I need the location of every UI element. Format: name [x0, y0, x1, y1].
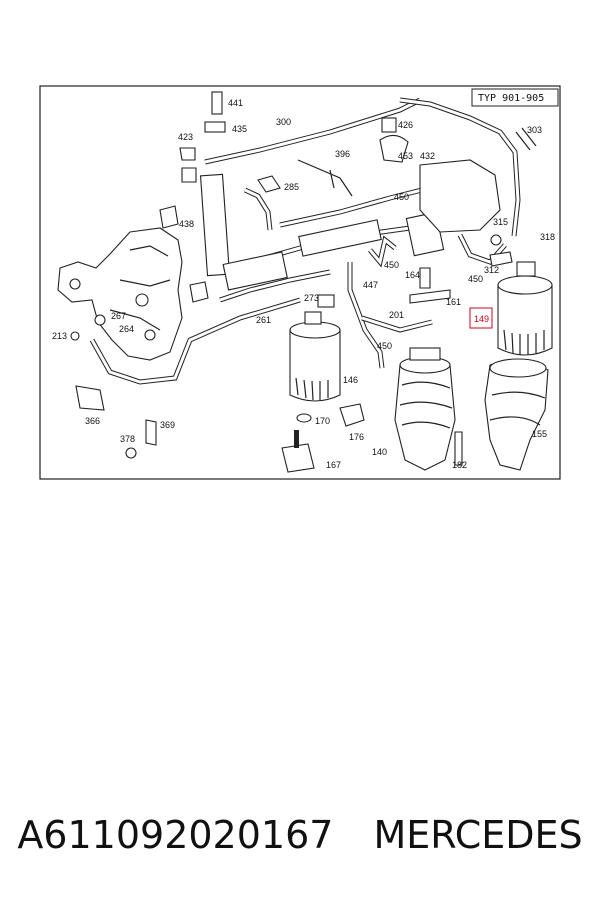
label-303: 303 [527, 125, 542, 135]
label-423: 423 [178, 132, 193, 142]
diagram-frame [39, 85, 561, 480]
label-170: 170 [315, 416, 330, 426]
type-box [471, 88, 559, 107]
brand-name: MERCEDES [373, 813, 583, 857]
label-285: 285 [284, 182, 299, 192]
label-318: 318 [540, 232, 555, 242]
injector-assembly [199, 91, 501, 291]
label-264: 264 [119, 324, 134, 334]
label-369: 369 [160, 420, 175, 430]
label-453: 453 [398, 151, 413, 161]
label-315: 315 [493, 217, 508, 227]
label-176: 176 [349, 432, 364, 442]
label-438: 438 [179, 219, 194, 229]
bracket-155 [484, 358, 549, 471]
filter-housing-146 [289, 311, 341, 402]
label-450-b: 450 [384, 260, 399, 270]
filter-housing-149 [497, 261, 553, 356]
type-label: TYP 901-905 [478, 93, 544, 104]
label-149[interactable]: 149 [474, 314, 489, 324]
label-435: 435 [232, 124, 247, 134]
footer: A611092020167 MERCEDES [0, 800, 600, 870]
part-number: A611092020167 [17, 813, 334, 857]
part-labels: 441 435 300 426 303 423 396 453 432 285 … [52, 98, 555, 470]
label-261: 261 [256, 315, 271, 325]
label-441: 441 [228, 98, 243, 108]
label-213: 213 [52, 331, 67, 341]
label-267: 267 [111, 311, 126, 321]
bracket-140 [394, 347, 456, 471]
clips-and-fittings [70, 127, 537, 459]
label-426: 426 [398, 120, 413, 130]
label-312: 312 [484, 265, 499, 275]
label-140: 140 [372, 447, 387, 457]
sensor-parts [281, 403, 463, 473]
label-167: 167 [326, 460, 341, 470]
label-273: 273 [304, 293, 319, 303]
parts-diagram: TYP 901-905 [39, 85, 561, 480]
label-450-a: 450 [394, 192, 409, 202]
label-161: 161 [446, 297, 461, 307]
label-450-d: 450 [377, 341, 392, 351]
label-201: 201 [389, 310, 404, 320]
engine-block [57, 227, 183, 361]
label-155: 155 [532, 429, 547, 439]
label-447: 447 [363, 280, 378, 290]
label-164: 164 [405, 270, 420, 280]
label-450-c: 450 [468, 274, 483, 284]
label-378: 378 [120, 434, 135, 444]
label-182: 182 [452, 460, 467, 470]
label-300: 300 [276, 117, 291, 127]
label-146: 146 [343, 375, 358, 385]
highlight-box-149 [469, 307, 493, 329]
label-396: 396 [335, 149, 350, 159]
label-366: 366 [85, 416, 100, 426]
label-432: 432 [420, 151, 435, 161]
